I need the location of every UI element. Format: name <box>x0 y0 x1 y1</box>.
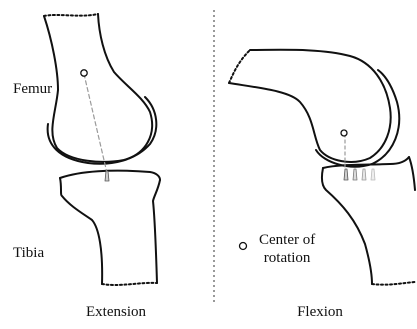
flexion-panel <box>229 50 415 285</box>
center-of-rotation-legend: Center of rotation <box>259 231 315 267</box>
extension-caption: Extension <box>66 303 166 321</box>
contact-marker <box>362 169 366 180</box>
contact-marker <box>344 169 348 180</box>
center-of-rotation-legend-line2: rotation <box>259 249 315 267</box>
center-of-rotation-marker <box>81 70 87 76</box>
tibia-outline <box>60 178 160 284</box>
femur-outline <box>229 50 391 162</box>
tibia-cut-line <box>102 283 157 285</box>
tibia-cut-line <box>372 282 415 285</box>
tibia-cartilage <box>60 171 160 180</box>
center-of-rotation-legend-line1: Center of <box>259 231 315 249</box>
tibia-outline <box>322 157 415 284</box>
contact-marker <box>353 169 357 180</box>
flexion-caption: Flexion <box>280 303 360 321</box>
rotation-guide-line <box>84 74 107 173</box>
tibia-label: Tibia <box>13 244 44 262</box>
femur-cut-line <box>44 14 98 16</box>
contact-marker <box>371 169 375 180</box>
legend-center-of-rotation-icon <box>240 243 247 250</box>
femur-cartilage <box>316 70 399 167</box>
center-of-rotation-marker <box>341 130 347 136</box>
femur-cut-line <box>229 50 250 83</box>
extension-panel <box>44 14 160 285</box>
contact-marker <box>105 171 109 181</box>
femur-outline <box>44 14 152 162</box>
femur-label: Femur <box>13 80 52 98</box>
